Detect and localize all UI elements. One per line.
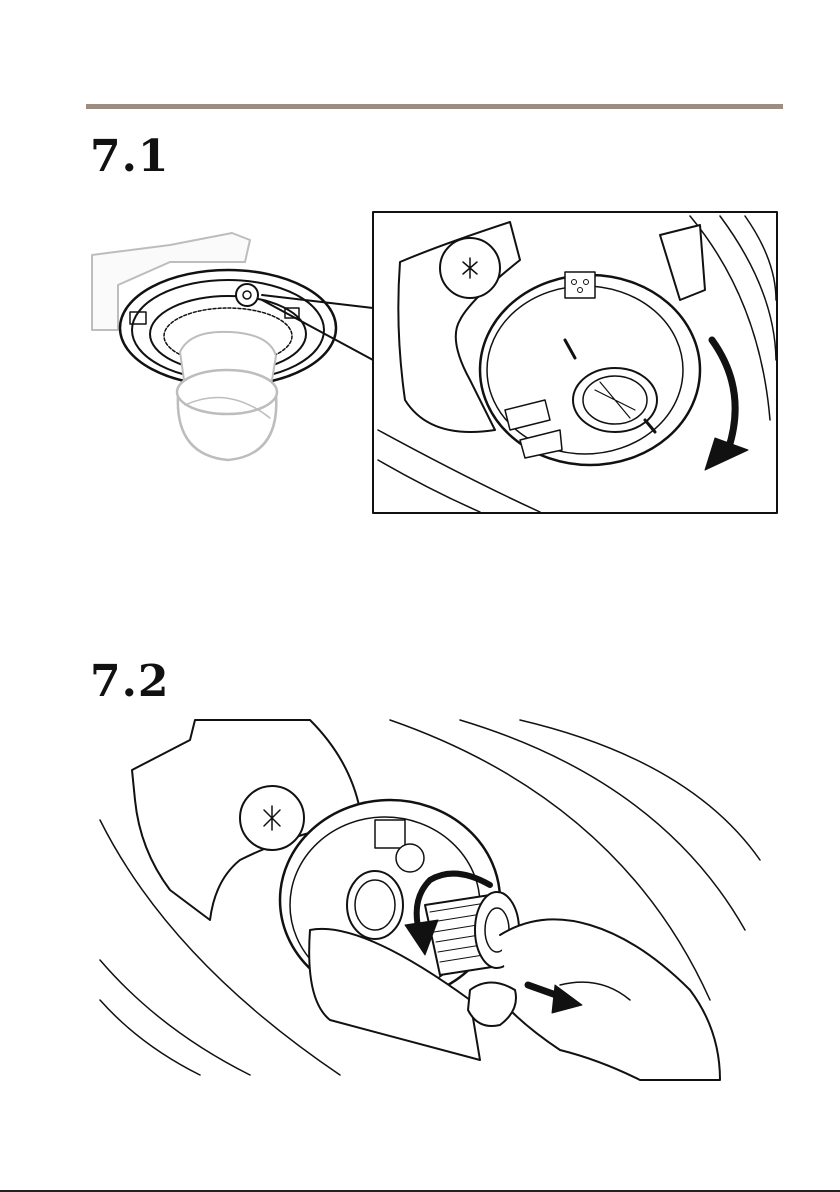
rotate-cover-detail-illustration: [373, 212, 777, 513]
unscrew-gland-illustration: [100, 720, 760, 1080]
camera-overview-illustration: [92, 233, 373, 460]
